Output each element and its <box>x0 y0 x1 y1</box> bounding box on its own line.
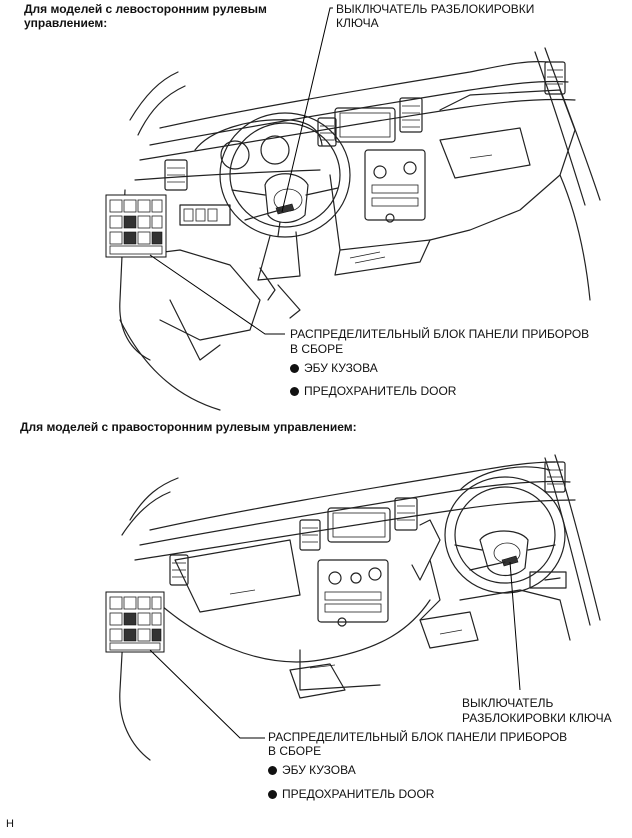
lhd-junction-block-label-line2: В СБОРЕ <box>290 342 344 356</box>
rhd-item-body-ecu: ЭБУ КУЗОВА <box>268 763 356 777</box>
lhd-key-switch-label-line2: КЛЮЧА <box>336 16 379 30</box>
footer-code: H <box>6 818 14 830</box>
lhd-item-door-fuse: ПРЕДОХРАНИТЕЛЬ DOOR <box>290 384 456 398</box>
bullet-icon <box>290 387 299 396</box>
bullet-icon <box>268 790 277 799</box>
lhd-junction-block-label-line1: РАСПРЕДЕЛИТЕЛЬНЫЙ БЛОК ПАНЕЛИ ПРИБОРОВ <box>290 327 590 341</box>
lhd-item-body-ecu: ЭБУ КУЗОВА <box>290 361 378 375</box>
lhd-heading-line2: управлением: <box>24 16 108 30</box>
rhd-junction-block-label-line1: РАСПРЕДЕЛИТЕЛЬНЫЙ БЛОК ПАНЕЛИ ПРИБОРОВ <box>268 730 568 744</box>
rhd-key-switch-leader <box>509 561 521 691</box>
rhd-item-door-fuse: ПРЕДОХРАНИТЕЛЬ DOOR <box>268 787 434 801</box>
lhd-dashboard-illustration <box>105 47 601 411</box>
lhd-key-switch-leader <box>281 7 333 213</box>
rhd-dashboard-illustration <box>105 454 601 761</box>
rhd-key-switch-label-line1: ВЫКЛЮЧАТЕЛЬ <box>462 696 554 710</box>
lhd-key-switch-label-line1: ВЫКЛЮЧАТЕЛЬ РАЗБЛОКИРОВКИ <box>336 2 535 16</box>
rhd-junction-block-leader <box>149 649 265 739</box>
rhd-junction-block-label-line2: В СБОРЕ <box>268 744 322 758</box>
rhd-key-switch-label-line2: РАЗБЛОКИРОВКИ КЛЮЧА <box>462 711 612 725</box>
rhd-heading: Для моделей с правосторонним рулевым упр… <box>20 420 357 434</box>
lhd-junction-block-leader <box>149 254 285 335</box>
bullet-icon <box>290 364 299 373</box>
bullet-icon <box>268 766 277 775</box>
lhd-heading-line1: Для моделей с левосторонним рулевым <box>24 2 267 16</box>
